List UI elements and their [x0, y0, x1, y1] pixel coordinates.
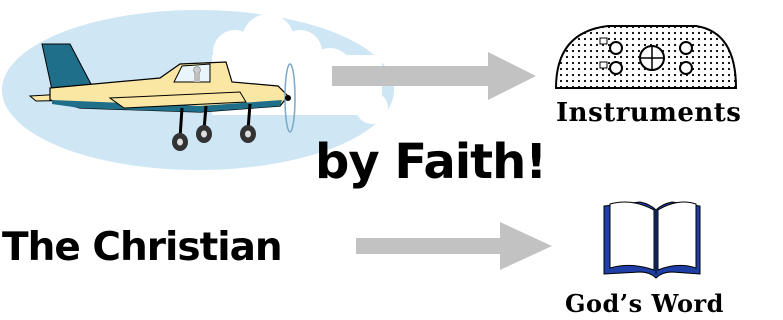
instrument-panel-icon: [556, 26, 736, 88]
instruments-label: Instruments: [556, 98, 741, 128]
open-book-icon: [604, 202, 700, 278]
by-faith-heading: by Faith!: [315, 134, 546, 190]
the-christian-label: The Christian: [2, 225, 282, 270]
arrow-to-gods-word: [356, 222, 552, 270]
pilot-head: [194, 67, 201, 74]
gods-word-label: God’s Word: [565, 289, 724, 318]
